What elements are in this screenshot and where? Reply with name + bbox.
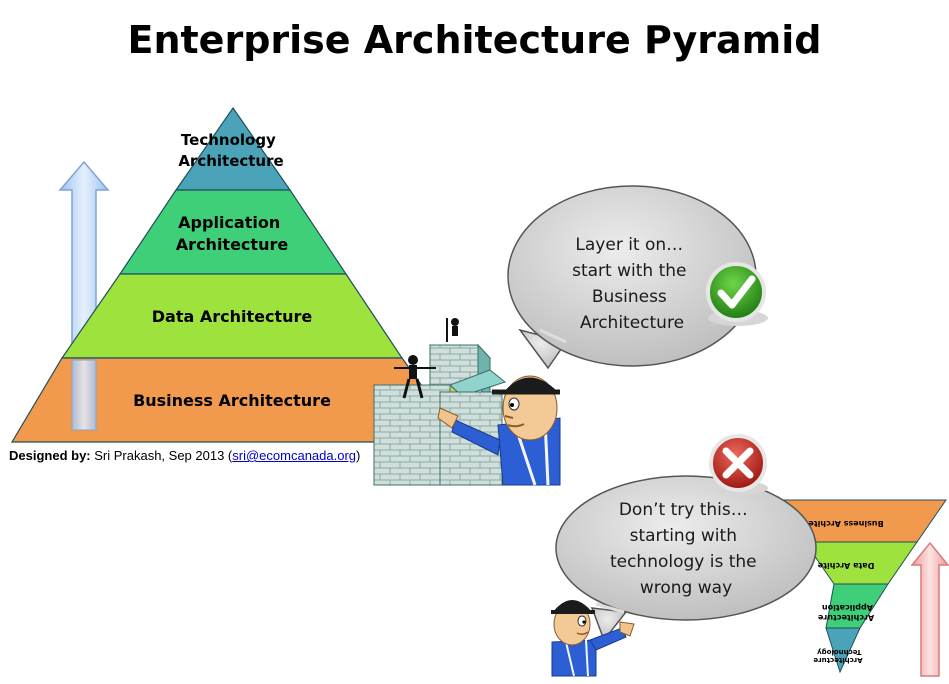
worker-character-small: [551, 600, 635, 677]
check-mark-icon: [706, 262, 768, 326]
credit-suffix: ): [356, 448, 361, 463]
credit-prefix: Designed by:: [9, 448, 91, 463]
credit-author: Sri Prakash, Sep 2013 (: [90, 448, 233, 463]
speech-bubble-bad: Don’t try this… starting with technology…: [555, 475, 817, 642]
pyramid-label-data: Data Architecture: [152, 307, 313, 326]
pyramid-layer-application: [118, 189, 348, 275]
pyramid-label-technology: Technology Architecture: [178, 131, 283, 170]
inverted-label-business: Business Archite: [808, 519, 884, 528]
x-mark-icon: [709, 434, 768, 495]
speech-bubble-good: Layer it on… start with the Business Arc…: [507, 185, 757, 370]
bubble-good-text: Layer it on… start with the Business Arc…: [572, 235, 692, 333]
page-title: Enterprise Architecture Pyramid: [127, 18, 822, 62]
bubble-bad-text: Don’t try this… starting with technology…: [610, 500, 762, 598]
main-pyramid: Technology Architecture Application Arch…: [10, 106, 464, 443]
credit-line: Designed by: Sri Prakash, Sep 2013 (sri@…: [9, 448, 360, 463]
brick-wall-illustration: [372, 318, 507, 486]
inverted-label-technology: Technology Architecture: [813, 648, 862, 664]
pyramid-label-business: Business Architecture: [133, 391, 331, 410]
pyramid-layer-technology: [174, 106, 292, 191]
credit-email-link[interactable]: sri@ecomcanada.org: [232, 448, 357, 463]
up-arrow-red-icon: [910, 541, 949, 677]
inverted-pyramid: Business Archite Data Archite Applicatio…: [775, 499, 947, 674]
pyramid-label-application: Application Architecture: [176, 213, 289, 254]
inverted-label-data: Data Archite: [817, 561, 874, 570]
worker-character-large: [437, 375, 561, 486]
inverted-label-application: Application Architecture: [817, 603, 874, 622]
inverted-layer-technology: [825, 627, 861, 674]
